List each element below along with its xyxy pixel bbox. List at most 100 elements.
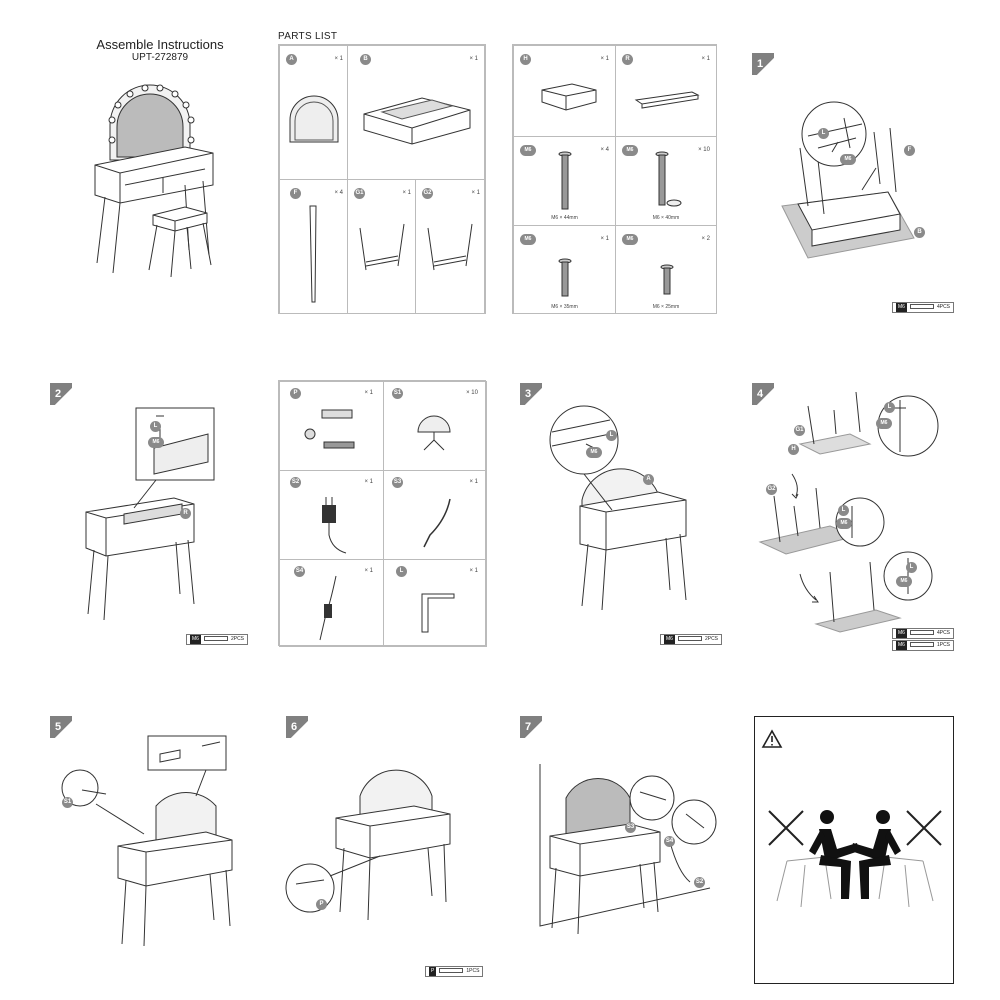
hardware-tag: M6 (896, 303, 907, 312)
part-qty: × 1 (701, 56, 710, 62)
step-4-label: G1 (794, 425, 805, 436)
part-label: M6 (520, 145, 536, 156)
step-6-diagram (284, 752, 456, 948)
step-2-diagram (84, 404, 214, 620)
part-l: L × 1 (383, 559, 487, 647)
led-bulb-icon (414, 410, 454, 454)
hardware-count: M6 4PCS (892, 628, 955, 639)
hardware-tag: M6 (664, 635, 675, 644)
bolt-m6-35: M6 × 1 M6 × 35mm (513, 225, 616, 314)
step-3-diagram (546, 400, 696, 612)
bolt-icon (660, 264, 674, 296)
part-label: S3 (392, 477, 403, 488)
step-4-diagram (760, 386, 950, 632)
bolt-size: M6 × 44mm (551, 215, 578, 221)
tabletop-part-icon (362, 94, 472, 146)
part-qty: × 4 (334, 190, 343, 196)
part-label: A (286, 54, 297, 65)
part-label: M6 (520, 234, 536, 245)
step-number: 7 (520, 716, 542, 738)
wall-anchor-icon (300, 406, 364, 462)
part-h: H × 1 (513, 45, 616, 137)
warning-panel (754, 716, 954, 984)
step-4-label: H (788, 444, 799, 455)
part-r: R × 1 (615, 45, 717, 137)
part-qty: × 1 (600, 56, 609, 62)
part-label: G1 (354, 188, 365, 199)
step-2-label: M6 (148, 437, 164, 448)
bolt-m6-44: M6 × 4 M6 × 44mm (513, 136, 616, 226)
hardware-qty: 2PCS (704, 636, 719, 642)
part-qty: × 1 (469, 56, 478, 62)
bolt-size: M6 × 40mm (652, 215, 680, 221)
part-qty: × 10 (698, 147, 710, 153)
bolt-icon (558, 151, 572, 211)
part-label: S2 (290, 477, 301, 488)
part-label: H (520, 54, 531, 65)
step-3-label: L (606, 430, 617, 441)
stool-cushion-part-icon (538, 80, 598, 114)
switch-cable-icon (316, 574, 340, 644)
parts-list-grid-3: P × 1 S1 × 10 S2 × 1 S3 × 1 S4 × 1 (278, 380, 487, 647)
stool-frame-part-icon (424, 220, 476, 275)
part-s4: S4 × 1 (279, 559, 384, 647)
part-qty: × 1 (600, 236, 609, 242)
part-qty: × 10 (466, 390, 478, 396)
part-label: G2 (422, 188, 433, 199)
part-label: S1 (392, 388, 403, 399)
step-1-label: M6 (840, 154, 856, 165)
part-label: F (290, 188, 301, 199)
part-qty: × 1 (364, 568, 373, 574)
part-label: M6 (622, 234, 638, 245)
part-label: R (622, 54, 633, 65)
part-s3: S3 × 1 (383, 470, 487, 560)
mirror-part-icon (288, 94, 340, 144)
leg-part-icon (308, 204, 320, 304)
warning-triangle-icon (761, 729, 783, 749)
hardware-qty: 1PCS (936, 642, 951, 648)
step-1-diagram (778, 88, 918, 260)
part-label: L (396, 566, 407, 577)
step-number: 6 (286, 716, 308, 738)
step-number: 2 (50, 383, 72, 405)
part-qty: × 1 (402, 190, 411, 196)
bolt-washer-icon (652, 151, 682, 211)
step-4-label: G2 (766, 484, 777, 495)
hardware-tag: M6 (190, 635, 201, 644)
hardware-qty: 4PCS (936, 630, 951, 636)
step-number: 3 (520, 383, 542, 405)
part-qty: × 1 (469, 568, 478, 574)
step-7-diagram (520, 752, 720, 938)
step-4-label: M6 (896, 576, 912, 587)
part-g2: G2 × 1 (415, 179, 485, 314)
part-label: P (290, 388, 301, 399)
bolt-size: M6 × 25mm (652, 304, 680, 310)
part-label: B (360, 54, 371, 65)
hardware-qty: 4PCS (936, 304, 951, 310)
step-4-label: L (884, 402, 895, 413)
step-7-label: S3 (625, 822, 636, 833)
part-s2: S2 × 1 (279, 470, 384, 560)
power-adapter-icon (322, 491, 356, 555)
bolt-size: M6 × 35mm (551, 304, 578, 310)
step-5-label: S1 (62, 797, 73, 808)
part-qty: × 1 (469, 479, 478, 485)
document-title: Assemble Instructions (96, 37, 224, 52)
step-3-label: M6 (586, 447, 602, 458)
step-5-diagram (56, 730, 236, 946)
step-4-label: M6 (836, 518, 852, 529)
part-qty: × 1 (334, 56, 343, 62)
part-a: A × 1 (279, 45, 348, 180)
hardware-tag: M6 (896, 629, 907, 638)
hardware-tag: P (429, 967, 437, 976)
part-s1: S1 × 10 (383, 381, 487, 471)
vanity-set-illustration (85, 85, 235, 280)
part-g1: G1 × 1 (347, 179, 416, 314)
part-qty: × 1 (364, 479, 373, 485)
parts-list-grid-1: A × 1 B × 1 F × 4 G1 × 1 G2 × 1 (278, 44, 486, 314)
step-4-label: L (838, 505, 849, 516)
step-2-label: R (180, 508, 191, 519)
part-qty: × 2 (701, 236, 710, 242)
